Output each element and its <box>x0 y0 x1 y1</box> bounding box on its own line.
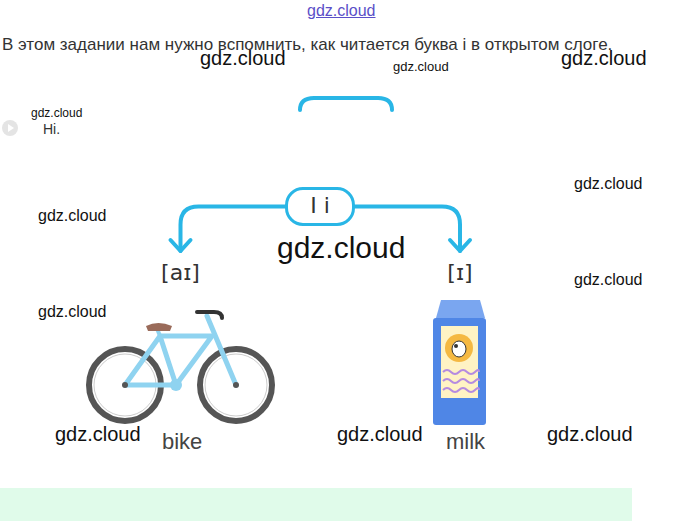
watermark: gdz.cloud <box>307 2 376 20</box>
word-label: milk <box>446 430 485 454</box>
branch-arrow <box>171 207 286 252</box>
bike-picture <box>89 312 272 421</box>
watermark: gdz.cloud <box>277 231 405 264</box>
watermark: gdz.cloud <box>337 423 423 445</box>
watermark: gdz.cloud <box>38 303 107 321</box>
watermark: gdz.cloud <box>200 47 286 69</box>
instruction-text: В этом задании нам нужно вспомнить, как … <box>2 36 612 55</box>
dialogue-text: Hi. <box>43 122 60 137</box>
milk-picture <box>433 300 486 425</box>
watermark: gdz.cloud <box>393 60 449 74</box>
watermark: gdz.cloud <box>38 207 107 225</box>
bubble-arc <box>300 98 392 110</box>
node-text: [aɪ] <box>161 261 200 285</box>
play-icon <box>8 124 14 132</box>
sound-label: [aɪ] <box>157 257 204 290</box>
watermark: gdz.cloud <box>574 271 643 289</box>
play-icon <box>2 120 18 136</box>
watermark: gdz.cloud <box>561 47 647 69</box>
word-label: bike <box>162 430 202 454</box>
letter-box: I i <box>285 187 355 226</box>
watermark: gdz.cloud <box>574 175 643 193</box>
watermark: gdz.cloud <box>55 423 141 445</box>
watermark: gdz.cloud <box>547 423 633 445</box>
answer-band <box>0 488 632 521</box>
node-text: I i <box>310 194 330 218</box>
watermark: gdz.cloud <box>31 107 82 120</box>
sound-label: [ɪ] <box>443 257 477 290</box>
node-text: [ɪ] <box>447 261 472 285</box>
